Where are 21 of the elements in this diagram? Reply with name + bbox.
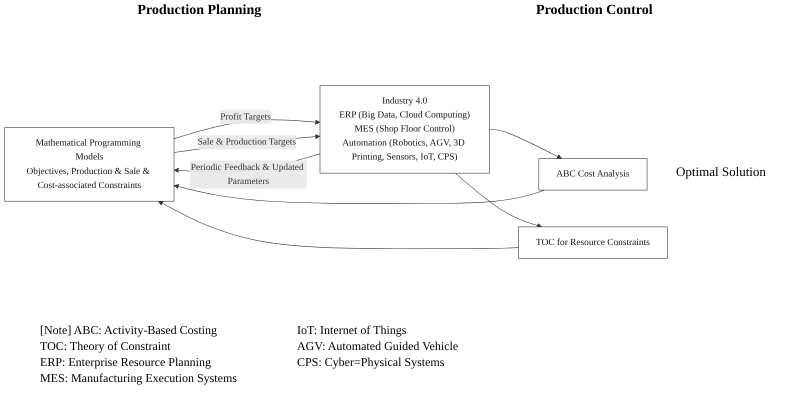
arrow xyxy=(174,184,546,204)
edge-label: Sale & Production Targets xyxy=(198,136,296,147)
note-text: ERP: Enterprise Resource Planning xyxy=(40,354,212,370)
edge-label: Profit Targets xyxy=(220,112,271,122)
note-text: CPS: Cyber=Physical Systems xyxy=(296,354,446,370)
node-box: ABC Cost Analysis xyxy=(538,158,648,190)
note-text: IoT: Internet of Things xyxy=(296,322,408,338)
note-text: AGV: Automated Guided Vehicle xyxy=(296,338,458,354)
note-text: TOC: Theory of Constraint xyxy=(40,338,172,354)
arrow xyxy=(489,129,562,159)
section-heading: Production Planning xyxy=(137,3,262,19)
note-text: MES: Manufacturing Execution Systems xyxy=(40,370,237,386)
edge-label: Periodic Feedback & Updated Parameters xyxy=(190,162,304,186)
arrow xyxy=(455,172,542,228)
node-box: Mathematical Programming Models Objectives, Production & Sale & Cost-associated Constraints xyxy=(4,127,174,202)
node-box: TOC for Resource Constraints xyxy=(518,226,668,259)
node-box: Industry 4.0 ERP (Big Data, Cloud Computing) MES (Shop Floor Control) Automation (Robotics, AGV, 3D Printing, Sensors, IoT, CPS) xyxy=(320,85,490,174)
arrow xyxy=(158,200,519,249)
section-heading: Production Control xyxy=(536,3,653,19)
note-text: [Note] ABC: Activity-Based Costing xyxy=(40,322,218,338)
annotation-text: Optimal Solution xyxy=(676,164,766,179)
